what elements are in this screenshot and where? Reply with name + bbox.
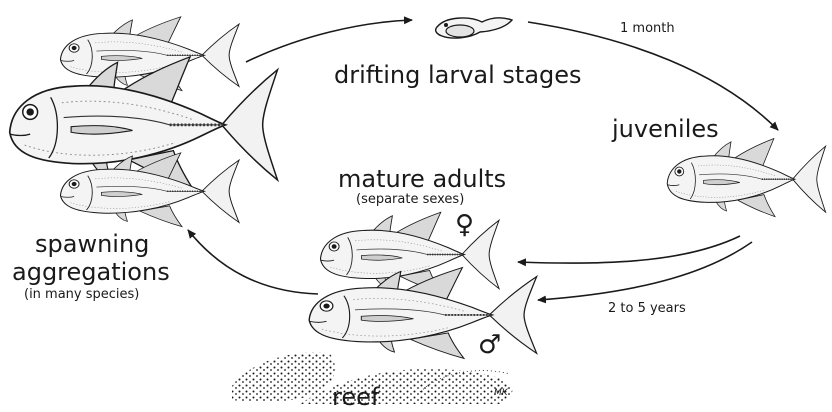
juvenile-fish	[667, 139, 825, 217]
years-label: 2 to 5 years	[608, 302, 686, 315]
larva-drawing	[436, 18, 512, 38]
larval-stage-label: drifting larval stages	[334, 63, 582, 87]
juveniles-label: juveniles	[612, 117, 719, 141]
male-symbol: ♂	[478, 332, 501, 358]
arrow-juvenile-to-male	[538, 242, 752, 300]
reef-label: reef	[332, 385, 379, 409]
artist-signature: MK	[494, 389, 508, 398]
spawning-label: spawning	[35, 232, 149, 256]
female-symbol: ♀	[455, 212, 474, 238]
arrow-to-spawning	[188, 230, 318, 294]
many-species-label: (in many species)	[24, 288, 139, 301]
arrow-to-larvae	[246, 20, 412, 62]
aggregations-label: aggregations	[12, 260, 170, 284]
separate-sexes-label: (separate sexes)	[356, 193, 464, 206]
arrow-juvenile-to-female	[518, 236, 740, 263]
mature-adults-label: mature adults	[338, 167, 506, 191]
one-month-label: 1 month	[620, 22, 675, 35]
